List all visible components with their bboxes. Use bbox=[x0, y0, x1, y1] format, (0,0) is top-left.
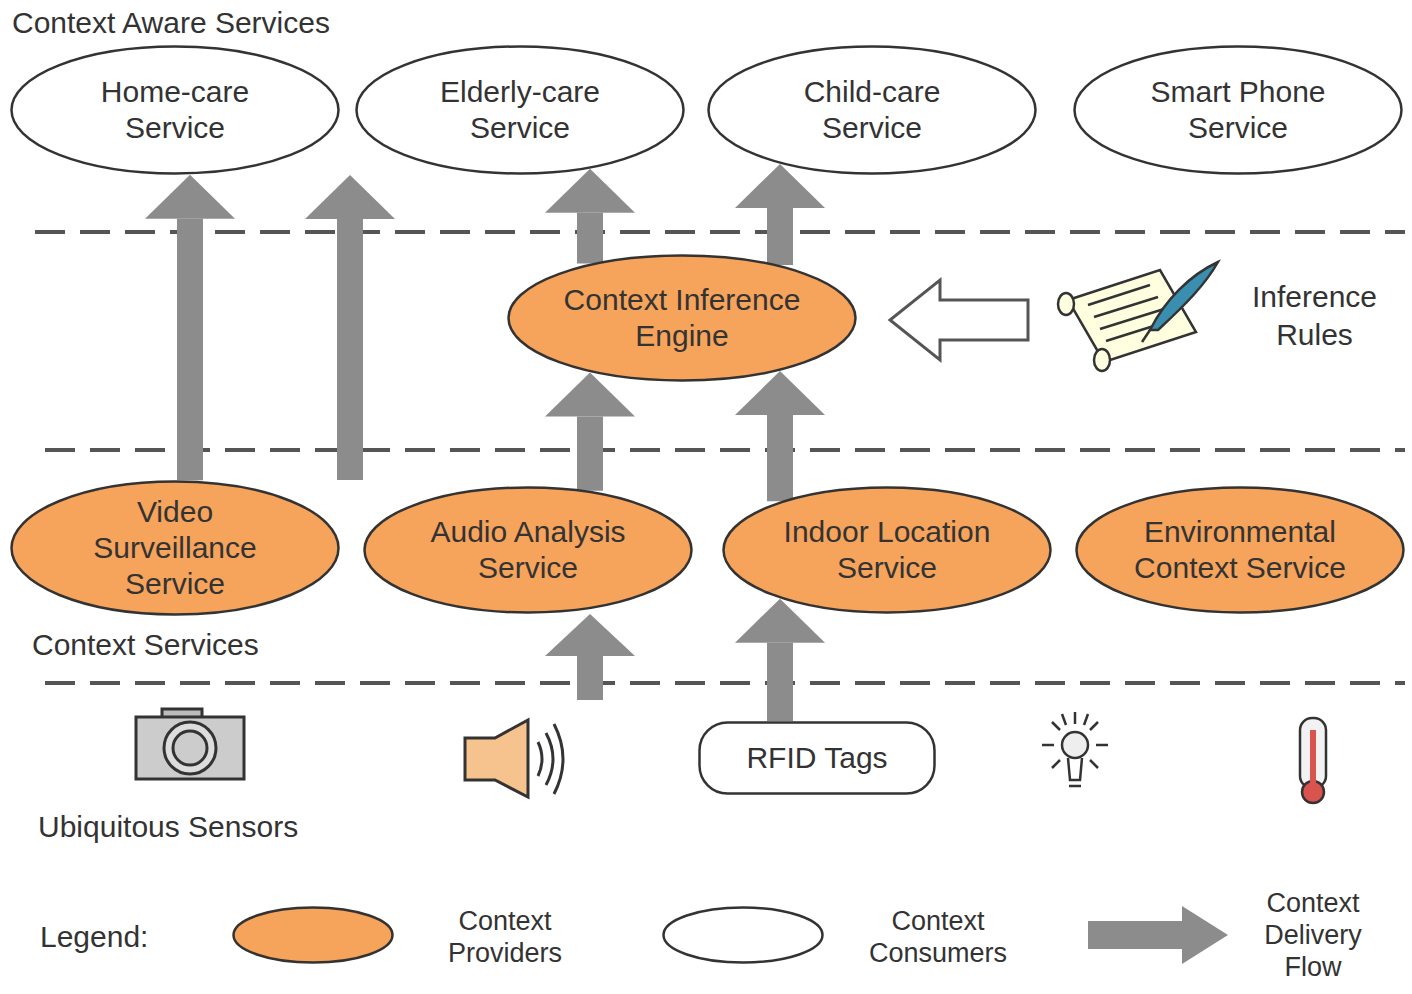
node-text-block: Home-care Service bbox=[75, 74, 275, 146]
node-outline bbox=[707, 45, 1037, 175]
thermometer-icon bbox=[1300, 718, 1326, 803]
node-text-block: Smart Phone Service bbox=[1128, 74, 1348, 146]
node-label: Smart Phone Service bbox=[1128, 74, 1348, 146]
node-label: Audio Analysis Service bbox=[413, 514, 643, 586]
node-shape bbox=[12, 47, 339, 174]
node-shape bbox=[709, 47, 1036, 174]
arrow-head bbox=[545, 372, 635, 416]
node-outline bbox=[10, 45, 340, 175]
context-flow-arrow bbox=[545, 169, 635, 264]
node-shape bbox=[357, 47, 684, 174]
node-text-block: Child-care Service bbox=[772, 74, 972, 146]
node-text-block: Video Surveillance Service bbox=[75, 494, 275, 602]
speaker-icon bbox=[465, 720, 563, 797]
node-label: Child-care Service bbox=[772, 74, 972, 146]
consumer-ellipse: Elderly-care Service bbox=[355, 45, 685, 175]
sensor-box: RFID Tags bbox=[698, 721, 936, 795]
legend-sample bbox=[232, 906, 394, 964]
node-outline bbox=[355, 45, 685, 175]
arrow-shaft bbox=[767, 643, 793, 721]
context-flow-arrow bbox=[735, 164, 825, 265]
node-label: RFID Tags bbox=[746, 740, 887, 776]
node-label: Video Surveillance Service bbox=[75, 494, 275, 602]
legend-arrow-sample bbox=[1088, 906, 1228, 964]
arrow-head bbox=[735, 371, 825, 415]
node-text-block: Indoor Location Service bbox=[767, 514, 1007, 586]
provider-ellipse: Indoor Location Service bbox=[722, 486, 1052, 614]
context-flow-arrow bbox=[545, 372, 635, 490]
node-outline bbox=[722, 486, 1052, 614]
node-label: Context Inference Engine bbox=[547, 282, 817, 354]
provider-ellipse: Video Surveillance Service bbox=[10, 480, 340, 616]
arrow-shaft bbox=[577, 213, 603, 264]
consumer-ellipse: Smart Phone Service bbox=[1073, 45, 1403, 175]
rules-label: Inference Rules bbox=[1222, 278, 1407, 354]
arrow-head bbox=[735, 164, 825, 208]
legend-title: Legend: bbox=[40, 918, 220, 956]
legend-swatch bbox=[664, 908, 823, 963]
legend-sample bbox=[1088, 906, 1228, 964]
legend-swatch bbox=[234, 908, 393, 963]
arrow-shaft bbox=[337, 219, 363, 480]
node-text-block: Environmental Context Service bbox=[1115, 514, 1365, 586]
node-shape bbox=[1075, 47, 1402, 174]
provider-ellipse: Context Inference Engine bbox=[507, 254, 857, 382]
context-flow-arrow bbox=[305, 175, 395, 480]
layer-label: Ubiquitous Sensors bbox=[38, 808, 438, 846]
node-text-block: Elderly-care Service bbox=[410, 74, 630, 146]
node-shape bbox=[12, 482, 339, 615]
layer-divider bbox=[35, 232, 1405, 683]
node-label: Indoor Location Service bbox=[767, 514, 1007, 586]
node-outline bbox=[1073, 45, 1403, 175]
context-flow-arrow bbox=[735, 599, 825, 721]
arrow-head bbox=[545, 169, 635, 213]
legend-sample bbox=[662, 906, 824, 964]
node-shape bbox=[700, 723, 935, 794]
node-outline bbox=[507, 254, 857, 382]
arrow-shaft bbox=[177, 219, 203, 481]
legend-label: Context Delivery Flow bbox=[1238, 887, 1388, 983]
context-flow-arrow bbox=[145, 175, 235, 481]
rules-arrow bbox=[890, 280, 1028, 360]
arrow-shaft bbox=[767, 208, 793, 265]
arrow-head bbox=[305, 175, 395, 219]
node-label: Environmental Context Service bbox=[1115, 514, 1365, 586]
node-shape bbox=[365, 488, 692, 613]
sensor-flow-arrow bbox=[545, 614, 635, 700]
provider-ellipse: Environmental Context Service bbox=[1075, 486, 1405, 614]
consumer-ellipse: Home-care Service bbox=[10, 45, 340, 175]
light-sensor-icon bbox=[1042, 712, 1108, 786]
node-shape bbox=[509, 256, 856, 381]
node-shape bbox=[1077, 488, 1404, 613]
layer-label: Context Services bbox=[32, 626, 392, 664]
consumer-ellipse: Child-care Service bbox=[707, 45, 1037, 175]
provider-ellipse: Audio Analysis Service bbox=[363, 486, 693, 614]
node-shape bbox=[724, 488, 1051, 613]
node-text-block: Audio Analysis Service bbox=[413, 514, 643, 586]
context-flow-arrow bbox=[735, 371, 825, 501]
legend-label: Context Providers bbox=[405, 905, 605, 969]
layer-label: Context Aware Services bbox=[12, 4, 472, 42]
arrow-shaft bbox=[767, 415, 793, 501]
node-outline bbox=[363, 486, 693, 614]
arrow-head bbox=[145, 175, 235, 219]
camera-icon bbox=[136, 709, 244, 779]
node-outline bbox=[1075, 486, 1405, 614]
scroll-icon bbox=[1058, 262, 1218, 371]
arrow-shaft bbox=[577, 416, 603, 490]
legend-label: Context Consumers bbox=[828, 905, 1048, 969]
node-text-block: RFID Tags bbox=[746, 740, 887, 776]
node-label: Elderly-care Service bbox=[410, 74, 630, 146]
node-text-block: Context Inference Engine bbox=[547, 282, 817, 354]
node-label: Home-care Service bbox=[75, 74, 275, 146]
